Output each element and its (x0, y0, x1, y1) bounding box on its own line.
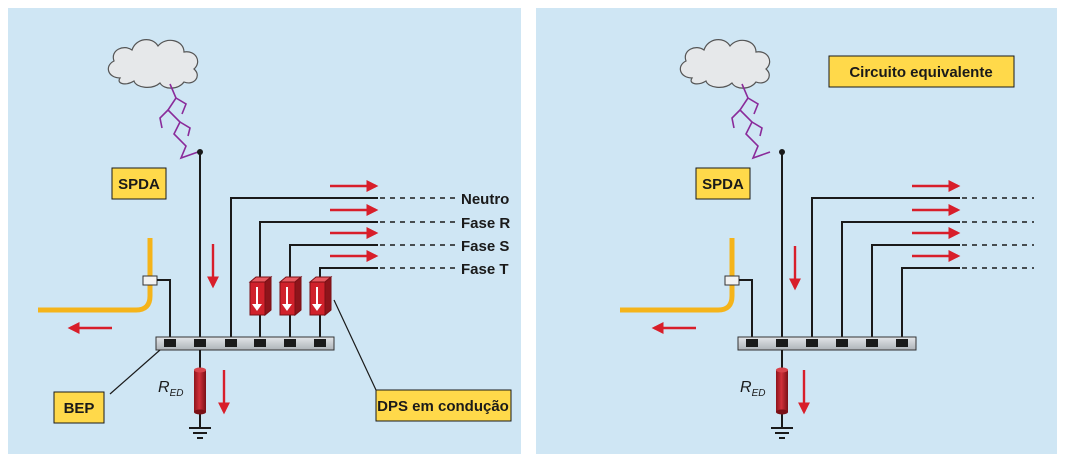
surge-arrester-icon (308, 275, 333, 317)
ground-icon (771, 427, 793, 439)
busbar-terminals (746, 339, 908, 347)
busbar-terminals (164, 339, 326, 347)
dps-label: DPS em condução (377, 398, 509, 415)
ground-icon (189, 427, 211, 439)
left-panel: SPDA Neutro Fase R Fase S Fase T (38, 39, 512, 439)
cloud-icon (679, 39, 771, 89)
line-4-wire (901, 267, 960, 343)
line-3-wire (871, 244, 960, 343)
neutro-wire (230, 197, 378, 343)
bep-busbar (737, 336, 917, 351)
arrow-icon (67, 180, 379, 415)
ground-conductor (38, 238, 153, 313)
ground-link-wire (739, 279, 753, 343)
bep-label-box (53, 391, 105, 424)
right-panel: Circuito equivalente SPDA (620, 39, 1034, 439)
bep-leader (109, 349, 161, 395)
spda-label: SPDA (702, 176, 744, 193)
line-2-wire (841, 221, 960, 343)
dps-leader (333, 299, 377, 391)
equivalent-circuit-title-box (828, 55, 1015, 88)
arrow-icon (651, 180, 961, 415)
equivalent-circuit-title: Circuito equivalente (849, 64, 992, 81)
line-label-fase-s: Fase S (461, 238, 509, 255)
ground-link-wire (157, 279, 171, 343)
bep-label: BEP (64, 400, 95, 417)
cloud-icon (107, 39, 199, 89)
line-label-fase-r: Fase R (461, 215, 510, 232)
surge-arrester-icon (278, 275, 303, 317)
red-label: RED (158, 379, 183, 399)
dps-label-box (375, 389, 512, 422)
left-panel-background (8, 8, 521, 454)
clamp (142, 275, 158, 286)
line-label-neutro: Neutro (461, 191, 509, 208)
spda-label: SPDA (118, 176, 160, 193)
red-label: RED (740, 379, 765, 399)
ground-conductor (620, 238, 735, 313)
resistor-icon (776, 367, 788, 415)
lightning-icon (731, 83, 771, 160)
bep-busbar (155, 336, 335, 351)
spda-label-box (111, 167, 167, 200)
surge-arrester-icon (248, 275, 273, 317)
clamp (724, 275, 740, 286)
resistor-icon (194, 367, 206, 415)
spda-label-box (695, 167, 751, 200)
line-1-wire (811, 197, 960, 343)
fase-t-wire (319, 267, 378, 343)
line-label-fase-t: Fase T (461, 261, 509, 278)
lightning-icon (159, 83, 199, 160)
